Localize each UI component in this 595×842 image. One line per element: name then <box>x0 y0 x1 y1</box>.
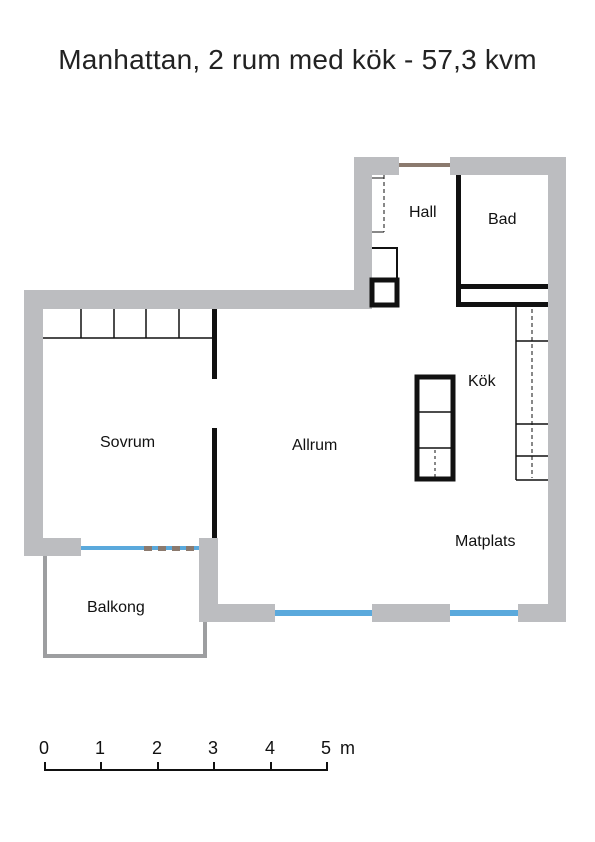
hall-closet <box>369 175 400 308</box>
plan-title: Manhattan, 2 rum med kök - 57,3 kvm <box>58 44 537 75</box>
scale-tick-1: 1 <box>95 738 105 758</box>
wall-right <box>548 157 566 621</box>
entry-door <box>399 163 450 167</box>
partition-wall <box>212 309 217 538</box>
bathroom-walls <box>456 175 548 307</box>
walls <box>24 157 566 622</box>
window-living-1 <box>275 610 372 616</box>
window-bedroom-balcony <box>81 546 199 550</box>
room-label-sovrum: Sovrum <box>100 434 155 451</box>
scale-tick-3: 3 <box>208 738 218 758</box>
wall-top-hall-right <box>450 157 566 175</box>
wall-hall-left <box>354 157 372 309</box>
scale-unit: m <box>340 738 355 758</box>
room-label-hall: Hall <box>409 204 437 221</box>
wall-bottom-2 <box>372 604 450 622</box>
room-label-balkong: Balkong <box>87 599 145 616</box>
balcony-railing <box>43 556 207 658</box>
room-label-allrum: Allrum <box>292 437 337 454</box>
kitchen-counter <box>515 307 548 481</box>
room-label-matplats: Matplats <box>455 533 515 550</box>
wardrobes <box>43 309 212 339</box>
wall-left <box>24 290 43 556</box>
scale-tick-2: 2 <box>152 738 162 758</box>
kitchen-island <box>414 374 456 482</box>
wall-bottom-3 <box>518 604 566 622</box>
scale-tick-4: 4 <box>265 738 275 758</box>
wall-bedroom-bottom-left <box>24 538 81 556</box>
room-label-bad: Bad <box>488 211 516 228</box>
wall-balcony-right <box>199 538 218 622</box>
scale-bar: 0 1 2 3 4 5 m <box>39 738 355 771</box>
scale-tick-5: 5 <box>321 738 331 758</box>
scale-tick-0: 0 <box>39 738 49 758</box>
room-label-kok: Kök <box>468 373 497 390</box>
balcony-door <box>144 546 194 551</box>
wall-top-left <box>24 290 372 309</box>
wall-bottom-1 <box>202 604 275 622</box>
window-living-2 <box>450 610 518 616</box>
windows <box>81 546 518 616</box>
wall-top-hall-left <box>354 157 399 175</box>
